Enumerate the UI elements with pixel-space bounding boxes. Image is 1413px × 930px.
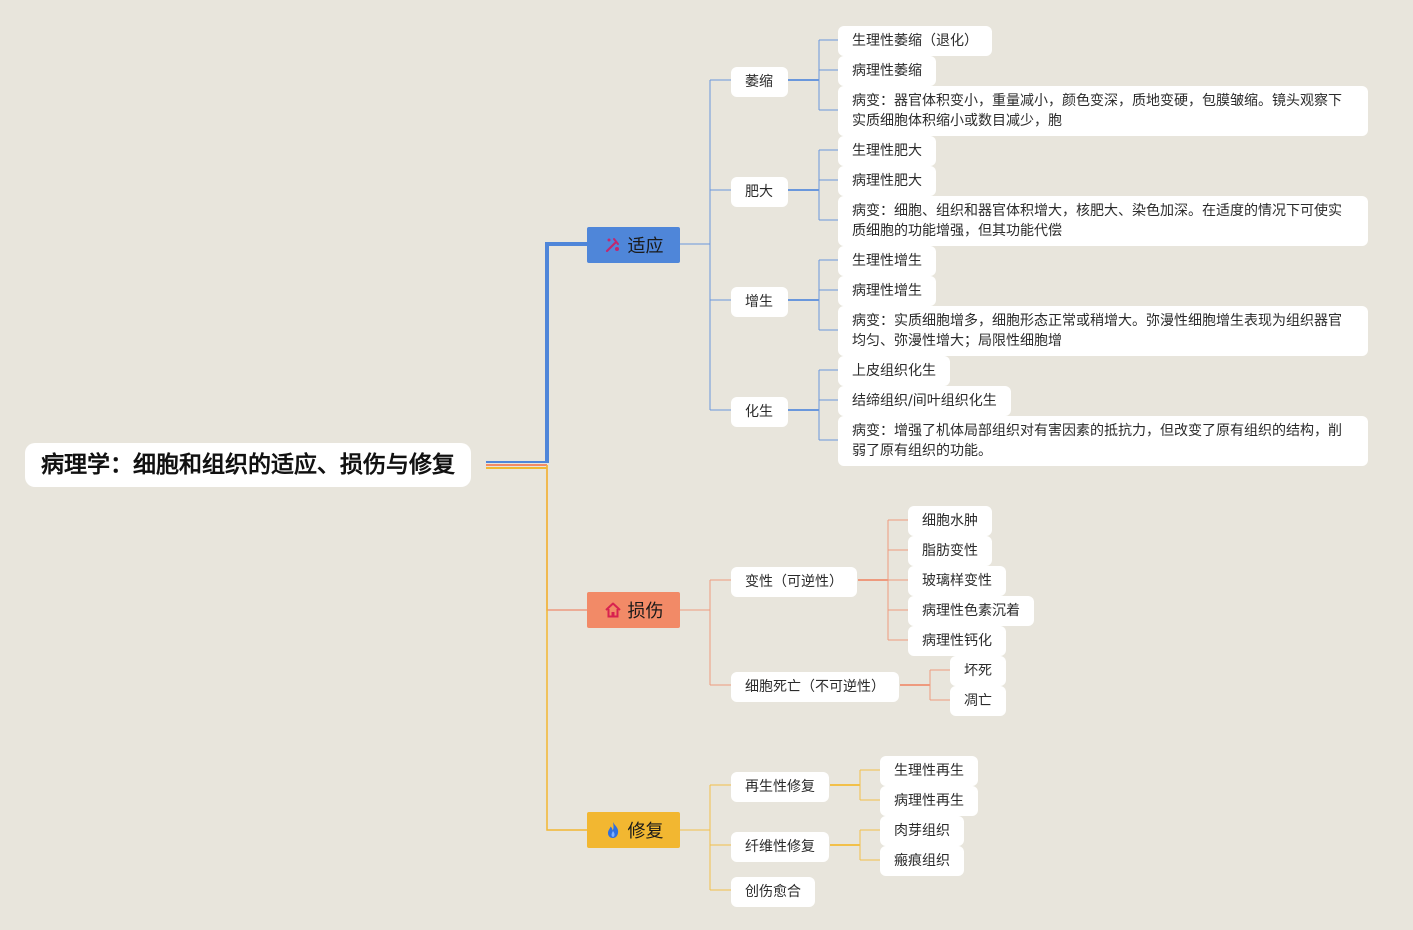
leaf-necrosis[interactable]: 坏死 <box>950 656 1006 686</box>
topic-metaplasia[interactable]: 化生 <box>731 397 788 427</box>
topic-wound-healing[interactable]: 创伤愈合 <box>731 877 815 907</box>
leaf-hypertrophy-lesion[interactable]: 病变：细胞、组织和器官体积增大，核肥大、染色加深。在适度的情况下可使实质细胞的功… <box>838 196 1368 246</box>
leaf-granulation-tissue[interactable]: 肉芽组织 <box>880 816 964 846</box>
topic-fibrous-repair[interactable]: 纤维性修复 <box>731 832 829 862</box>
branch-repair[interactable]: 修复 <box>587 812 680 848</box>
leaf-pathological-hypertrophy[interactable]: 病理性肥大 <box>838 166 936 196</box>
leaf-epithelial-metaplasia[interactable]: 上皮组织化生 <box>838 356 950 386</box>
root-topic[interactable]: 病理学：细胞和组织的适应、损伤与修复 <box>25 443 471 487</box>
wires-repair <box>680 769 880 891</box>
leaf-hyaline-change[interactable]: 玻璃样变性 <box>908 566 1006 596</box>
leaf-scar-tissue[interactable]: 瘢痕组织 <box>880 846 964 876</box>
root-title: 病理学：细胞和组织的适应、损伤与修复 <box>41 452 455 478</box>
wires-adapt-l2 <box>788 39 838 441</box>
leaf-hyperplasia-lesion[interactable]: 病变：实质细胞增多，细胞形态正常或稍增大。弥漫性细胞增生表现为组织器官均匀、弥漫… <box>838 306 1368 356</box>
branch-repair-label: 修复 <box>627 821 664 842</box>
wires-injury <box>680 519 950 701</box>
leaf-pathological-hyperplasia[interactable]: 病理性增生 <box>838 276 936 306</box>
leaf-metaplasia-lesion[interactable]: 病变：增强了机体局部组织对有害因素的抵抗力，但改变了原有组织的结构，削弱了原有组… <box>838 416 1368 466</box>
wire-root-repair <box>546 465 587 831</box>
wire-root-injury <box>546 465 587 611</box>
branch-adapt[interactable]: 适应 <box>587 227 680 263</box>
topic-regenerative-repair[interactable]: 再生性修复 <box>731 772 829 802</box>
topic-cell-death[interactable]: 细胞死亡（不可逆性） <box>731 672 899 702</box>
leaf-physiological-atrophy[interactable]: 生理性萎缩（退化） <box>838 26 992 56</box>
branch-injury[interactable]: 损伤 <box>587 592 680 628</box>
topic-hypertrophy[interactable]: 肥大 <box>731 177 788 207</box>
tools-icon <box>604 236 622 254</box>
leaf-pathological-regeneration[interactable]: 病理性再生 <box>880 786 978 816</box>
leaf-connective-metaplasia[interactable]: 结缔组织/间叶组织化生 <box>838 386 1011 416</box>
topic-degeneration[interactable]: 变性（可逆性） <box>731 567 857 597</box>
leaf-physiological-hypertrophy[interactable]: 生理性肥大 <box>838 136 936 166</box>
leaf-fatty-change[interactable]: 脂肪变性 <box>908 536 992 566</box>
leaf-pigmentation[interactable]: 病理性色素沉着 <box>908 596 1034 626</box>
flame-icon <box>604 821 622 839</box>
leaf-cell-edema[interactable]: 细胞水肿 <box>908 506 992 536</box>
branch-injury-label: 损伤 <box>627 601 664 622</box>
leaf-physiological-regeneration[interactable]: 生理性再生 <box>880 756 978 786</box>
leaf-apoptosis[interactable]: 凋亡 <box>950 686 1006 716</box>
topic-atrophy[interactable]: 萎缩 <box>731 67 788 97</box>
leaf-atrophy-lesion[interactable]: 病变：器官体积变小，重量减小，颜色变深，质地变硬，包膜皱缩。镜头观察下实质细胞体… <box>838 86 1368 136</box>
leaf-physiological-hyperplasia[interactable]: 生理性增生 <box>838 246 936 276</box>
branch-adapt-label: 适应 <box>627 236 664 257</box>
topic-hyperplasia[interactable]: 增生 <box>731 287 788 317</box>
wires-adapt-l1 <box>680 79 731 411</box>
leaf-calcification[interactable]: 病理性钙化 <box>908 626 1006 656</box>
leaf-pathological-atrophy[interactable]: 病理性萎缩 <box>838 56 936 86</box>
wire-root-adapt <box>545 242 587 463</box>
house-icon <box>604 601 622 619</box>
